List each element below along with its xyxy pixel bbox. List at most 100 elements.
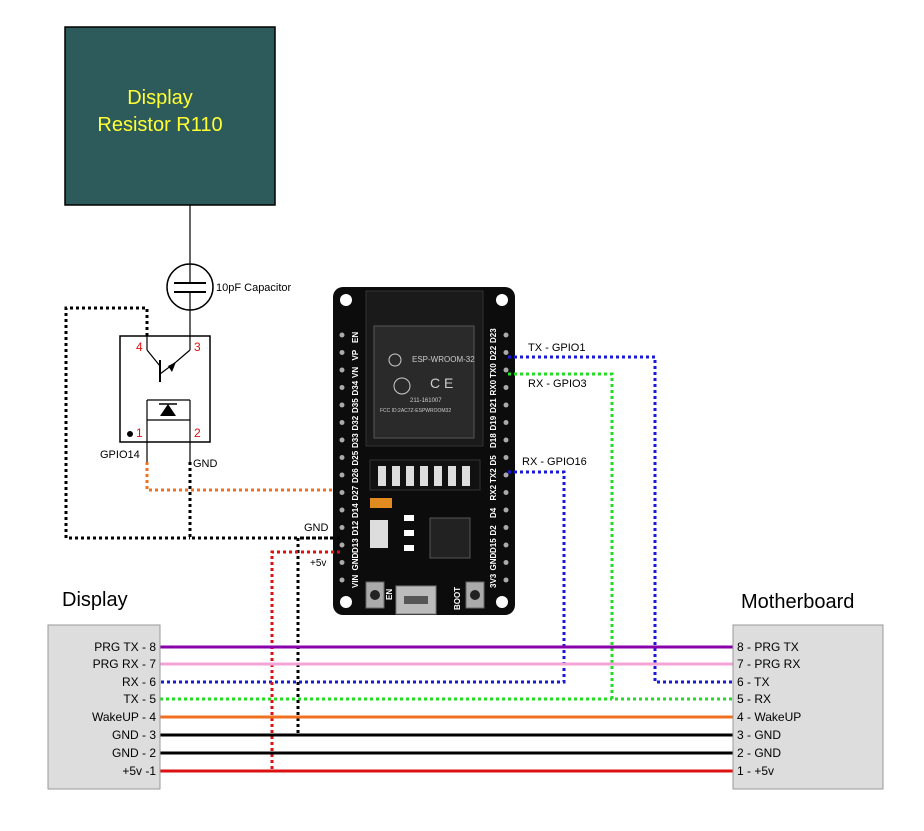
esp32-left-pin-hole: [339, 577, 345, 583]
motherboard-pin-label: 2 - GND: [737, 746, 781, 760]
esp32-right-pin-hole: [503, 472, 509, 478]
esp32-right-pin-label: D18: [489, 433, 498, 448]
wire-opto-pin4-loop: [64, 306, 190, 540]
esp32-left-pin-hole: [339, 402, 345, 408]
esp32-left-pin-label: VP: [351, 349, 360, 360]
esp32-left-pin-hole: [339, 560, 345, 565]
wire-tx-gpio1: [508, 355, 733, 684]
esp32-left-pin-hole: [339, 420, 345, 425]
display-pin-label: RX - 6: [122, 675, 156, 689]
esp32-gnd-label: GND: [304, 522, 329, 534]
motherboard-pin-label: 7 - PRG RX: [737, 657, 800, 671]
wire-rx-gpio16: [160, 470, 566, 684]
wire-esp32-5v: [270, 550, 340, 771]
esp32-left-pin-label: D25: [351, 450, 360, 465]
motherboard-connector-box: [732, 624, 884, 790]
esp32-left-pin-hole: [339, 507, 345, 513]
esp32-right-pin-hole: [503, 437, 509, 443]
resistor-title-line1: Display: [127, 87, 193, 109]
optocoupler-box: [119, 335, 211, 443]
wire-rx-gpio3: [508, 372, 733, 701]
esp32-left-pin-label: D26: [351, 468, 360, 483]
display-connector-title: Display: [62, 589, 128, 611]
esp32-left-pin-hole: [339, 542, 345, 548]
display-connector-box: [47, 624, 161, 790]
display-pin-label: PRG TX - 8: [94, 640, 156, 654]
esp32-board: ESP-WROOM-32 C E 211-161007 FCC ID:2AC7Z…: [333, 287, 515, 615]
signal-rx-gpio16: RX - GPIO16: [522, 456, 587, 468]
wire-esp32-gnd: [296, 536, 340, 735]
display-resistor-box: [64, 26, 276, 206]
motherboard-pin-label: 4 - WakeUP: [737, 710, 801, 724]
esp32-chip-fcc: FCC ID:2AC7Z-ESPWROOM32: [380, 408, 451, 414]
opto-pin2: 2: [194, 426, 201, 440]
esp32-left-pin-label: D34: [351, 380, 360, 395]
esp32-left-pins: ENVPVND34D35D32D33D25D26D27D14D12D13GNDV…: [339, 332, 360, 588]
signal-tx-gpio1: TX - GPIO1: [528, 342, 585, 354]
esp32-right-pin-label: D4: [489, 507, 498, 518]
motherboard-connector-title: Motherboard: [741, 591, 854, 613]
esp32-right-pin-label: D5: [489, 455, 498, 466]
esp32-en-button-label: EN: [385, 589, 394, 600]
esp32-chip-code: 211-161007: [410, 398, 442, 404]
wire-gpio14: [145, 462, 340, 492]
esp32-left-pin-label: D13: [351, 538, 360, 553]
svg-text:C E: C E: [430, 375, 453, 391]
esp32-right-pin-label: RX0: [489, 379, 498, 395]
esp32-left-pin-hole: [339, 367, 345, 373]
esp32-right-pin-hole: [503, 367, 509, 373]
esp32-right-pin-hole: [503, 350, 509, 355]
esp32-left-pin-label: VN: [351, 367, 360, 378]
esp32-boot-button-label: BOOT: [453, 587, 462, 610]
esp32-right-pin-label: GND: [489, 553, 498, 571]
esp32-left-pin-hole: [339, 350, 345, 355]
esp32-right-pins: D23D22TX0RX0D21D19D18D5TX2RX2D4D2D15GND3…: [489, 328, 509, 588]
esp32-chip-brand: ESP-WROOM-32: [412, 355, 475, 364]
motherboard-pin-label: 1 - +5v: [737, 764, 774, 778]
capacitor-icon: [166, 263, 214, 311]
motherboard-pin-label: 5 - RX: [737, 692, 771, 706]
display-pin-label: PRG RX - 7: [93, 657, 157, 671]
esp32-right-pin-hole: [503, 577, 509, 583]
opto-pin1: 1: [136, 426, 143, 440]
esp32-right-pin-label: TX0: [489, 363, 498, 378]
esp32-right-pin-hole: [503, 385, 509, 390]
esp32-left-pin-hole: [339, 490, 345, 495]
resistor-title-line2: Resistor R110: [97, 114, 222, 136]
esp32-left-pin-label: VIN: [351, 574, 360, 588]
signal-rx-gpio3: RX - GPIO3: [528, 378, 587, 390]
opto-pin3: 3: [194, 340, 201, 354]
esp32-right-pin-hole: [503, 560, 509, 565]
esp32-right-pin-label: D21: [489, 398, 498, 413]
display-pin-label: WakeUP - 4: [92, 710, 156, 724]
esp32-right-pin-hole: [503, 507, 509, 513]
esp32-right-pin-label: D15: [489, 538, 498, 553]
esp32-left-pin-hole: [339, 455, 345, 460]
esp32-left-pin-hole: [339, 525, 345, 530]
wire-opto-gnd: [188, 462, 340, 540]
esp32-left-pin-hole: [339, 385, 345, 390]
esp32-left-pin-hole: [339, 437, 345, 443]
motherboard-pin-label: 8 - PRG TX: [737, 640, 799, 654]
display-pin-label: GND - 2: [112, 746, 156, 760]
display-pin-label: TX - 5: [123, 692, 156, 706]
motherboard-pin-label: 3 - GND: [737, 728, 781, 742]
esp32-left-pin-label: D33: [351, 433, 360, 448]
esp32-right-pin-hole: [503, 525, 509, 530]
esp32-5v-label: +5v: [310, 558, 326, 569]
display-pin-label: +5v -1: [122, 764, 156, 778]
esp32-right-pin-hole: [503, 542, 509, 548]
display-connector-pins: PRG TX - 8 PRG RX - 7 RX - 6 TX - 5 WakeUP -…: [92, 640, 156, 778]
esp32-left-pin-label: D12: [351, 520, 360, 535]
esp32-left-pin-label: D14: [351, 503, 360, 518]
esp32-right-pin-label: D2: [489, 525, 498, 536]
opto-gpio-label: GPIO14: [100, 449, 140, 461]
esp32-right-pin-hole: [503, 402, 509, 408]
esp32-right-pin-label: D19: [489, 415, 498, 430]
esp32-left-pin-label: D32: [351, 415, 360, 430]
esp32-right-pin-label: D22: [489, 345, 498, 360]
esp32-right-pin-label: RX2: [489, 484, 498, 500]
esp32-left-pin-label: EN: [351, 332, 360, 343]
esp32-left-pin-label: GND: [351, 553, 360, 571]
esp32-right-pin-label: TX2: [489, 468, 498, 483]
